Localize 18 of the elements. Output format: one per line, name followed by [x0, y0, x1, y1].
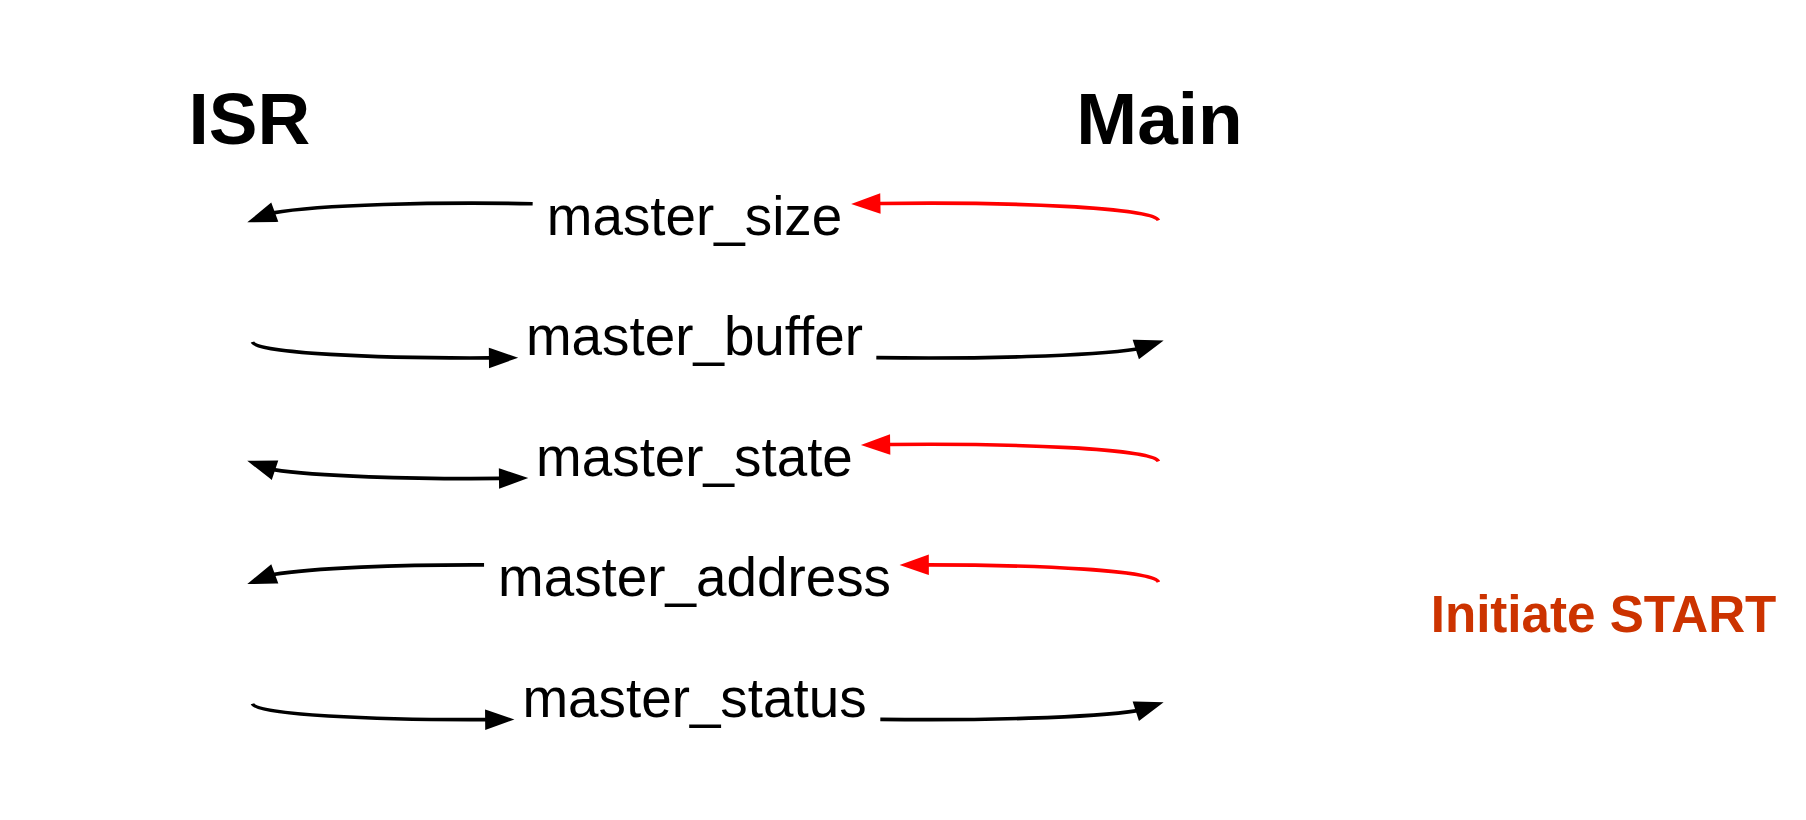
label: ISR [188, 77, 311, 159]
label: Initiate START [1430, 585, 1777, 643]
node-text: master_buffer [525, 304, 864, 367]
arrow [876, 339, 1164, 360]
arrow [251, 701, 515, 730]
node-text: master_address [498, 545, 891, 608]
node-text: master_size [546, 184, 843, 247]
arrow [880, 700, 1164, 721]
label: Main [1076, 77, 1243, 159]
arrow [247, 200, 533, 222]
arrow [247, 459, 529, 489]
arrow [851, 192, 1160, 222]
node-text: master_status [522, 666, 867, 729]
arrow [251, 340, 519, 368]
arrow [899, 554, 1160, 583]
node-text: master_state [536, 425, 853, 488]
arrow [860, 433, 1160, 463]
arrow [247, 562, 485, 584]
